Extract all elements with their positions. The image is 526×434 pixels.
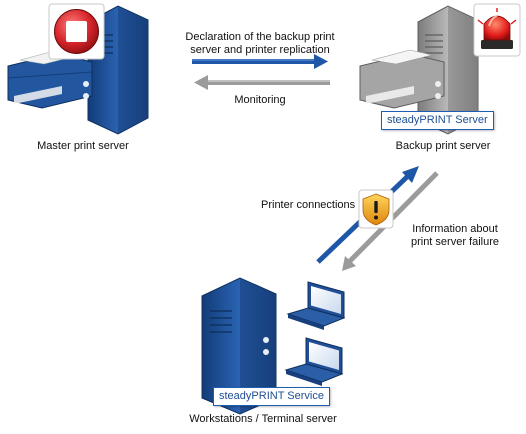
failure-info-line-1: Information about [412,223,498,235]
failure-info-line-2: print server failure [410,236,500,248]
declaration-line-2: server and printer replication [190,44,330,56]
stop-icon [48,3,105,60]
declaration-label: Declaration of the backup print server a… [180,31,340,57]
master-server-label: Master print server [37,140,129,152]
warning-shield-icon [358,189,394,229]
laptop-bottom [284,337,344,386]
siren-icon [473,3,521,57]
declaration-line-1: Declaration of the backup print [185,31,335,43]
backup-server-label: Backup print server [395,140,491,152]
workstations-label: Workstations / Terminal server [189,413,337,425]
master-server-group [7,3,149,135]
failure-info-label: Information about print server failure [405,223,505,249]
steadyprint-service-badge: steadyPRINT Service [213,387,330,406]
steadyprint-server-badge: steadyPRINT Server [381,111,494,130]
printer-connections-label: Printer connections [261,199,356,211]
laptop-top [286,281,346,330]
monitoring-label: Monitoring [234,94,286,106]
backup-server-group [359,3,521,135]
workstation-group [201,277,346,415]
monitoring-arrow [194,75,330,90]
declaration-arrow [192,54,328,69]
